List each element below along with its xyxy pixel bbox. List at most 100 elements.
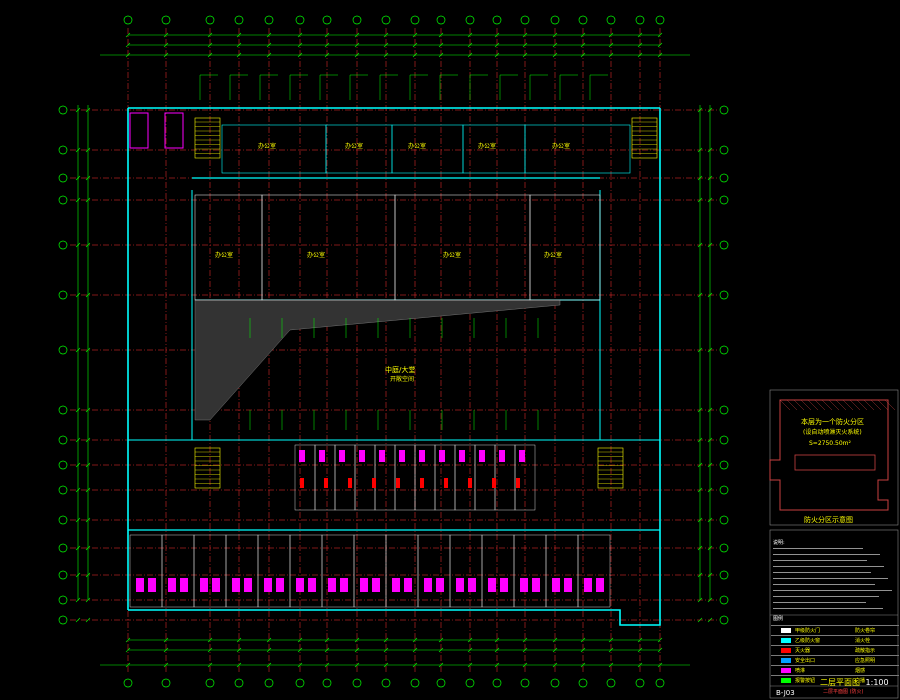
- dimension-tick: [467, 662, 473, 668]
- hatch-line: [807, 399, 819, 411]
- axis-bubble: [58, 290, 68, 300]
- sanitary-fixture: [532, 578, 540, 592]
- door-icon: [781, 628, 791, 633]
- dimension-tick: [438, 647, 444, 653]
- dimension-tick: [75, 517, 81, 523]
- dimension-tick: [297, 52, 303, 58]
- room-outline: [261, 194, 396, 301]
- axis-bubble: [352, 15, 362, 25]
- axis-bubble: [719, 515, 729, 525]
- scale-title: 二层平面图 1:100: [820, 679, 889, 687]
- dimension-tick: [522, 32, 528, 38]
- dimension-tick: [697, 572, 703, 578]
- sanitary-fixture: [404, 578, 412, 592]
- dimension-tick: [494, 32, 500, 38]
- sanitary-fixture: [439, 450, 445, 462]
- notes-title: 说明:: [773, 540, 785, 546]
- sanitary-fixture: [276, 578, 284, 592]
- dimension-tick: [707, 347, 713, 353]
- notes-line: [773, 596, 879, 597]
- axis-bubble: [606, 678, 616, 688]
- sanitary-fixture: [136, 578, 144, 592]
- sanitary-fixture: [552, 578, 560, 592]
- dimension-tick: [697, 197, 703, 203]
- room-outline: [391, 124, 464, 174]
- dimension-tick: [297, 42, 303, 48]
- dimension-tick: [412, 662, 418, 668]
- dimension-tick: [207, 662, 213, 668]
- dimension-tick: [85, 572, 91, 578]
- axis-bubble: [295, 15, 305, 25]
- hydrant-icon: [781, 648, 791, 653]
- core-outline: [794, 454, 876, 471]
- dimension-tick: [494, 52, 500, 58]
- sanitary-fixture: [419, 450, 425, 462]
- axis-bubble: [58, 173, 68, 183]
- dimension-tick: [85, 437, 91, 443]
- axis-bubble: [719, 435, 729, 445]
- dimension-tick: [236, 637, 242, 643]
- sanitary-fixture: [308, 578, 316, 592]
- dimension-tick: [494, 637, 500, 643]
- dimension-tick: [657, 647, 663, 653]
- sanitary-fixture: [488, 578, 496, 592]
- axis-bubble: [719, 145, 729, 155]
- dimension-tick: [75, 462, 81, 468]
- dimension-tick: [85, 107, 91, 113]
- legend-label: 乙级防火窗: [795, 638, 821, 644]
- hatch-line: [779, 399, 791, 411]
- dimension-tick: [207, 32, 213, 38]
- legend-row: 乙级防火窗消火栓: [771, 635, 899, 645]
- room-outline: [529, 194, 601, 301]
- axis-bubble: [161, 15, 171, 25]
- axis-bubble: [264, 678, 274, 688]
- sanitary-fixture: [468, 578, 476, 592]
- hatch-line: [835, 399, 847, 411]
- dimension-tick: [383, 647, 389, 653]
- hydrant-symbol: [420, 478, 424, 488]
- alarm-icon: [781, 678, 791, 683]
- dimension-tick: [608, 42, 614, 48]
- dimension-tick: [707, 487, 713, 493]
- dimension-tick: [637, 52, 643, 58]
- dimension-tick: [707, 292, 713, 298]
- legend-label: 报警按钮: [795, 678, 816, 684]
- dimension-tick: [707, 437, 713, 443]
- sanitary-fixture: [328, 578, 336, 592]
- dimension-tick: [580, 647, 586, 653]
- notes-frame: [769, 529, 899, 699]
- dimension-tick: [494, 42, 500, 48]
- dimension-tick: [697, 347, 703, 353]
- legend-label: 烟感: [855, 668, 866, 674]
- dimension-tick: [657, 52, 663, 58]
- dimension-tick: [467, 42, 473, 48]
- dimension-tick: [608, 32, 614, 38]
- dimension-tick: [266, 42, 272, 48]
- axis-bubble: [492, 15, 502, 25]
- dimension-tick: [552, 42, 558, 48]
- sanitary-fixture: [436, 578, 444, 592]
- sanitary-fixture: [519, 450, 525, 462]
- dimension-tick: [85, 407, 91, 413]
- axis-bubble: [58, 543, 68, 553]
- sanitary-fixture: [424, 578, 432, 592]
- hatch-line: [842, 399, 854, 411]
- room-outline: [417, 534, 451, 608]
- dimension-tick: [552, 32, 558, 38]
- axis-bubble: [58, 145, 68, 155]
- inset-area: S=2750.50m²: [809, 440, 851, 447]
- room-outline: [257, 534, 291, 608]
- dimension-tick: [75, 437, 81, 443]
- axis-bubble: [550, 15, 560, 25]
- axis-bubble: [719, 543, 729, 553]
- dimension-tick: [163, 32, 169, 38]
- dimension-tick: [266, 637, 272, 643]
- dimension-tick: [125, 42, 131, 48]
- axis-bubble: [58, 485, 68, 495]
- dimension-tick: [207, 42, 213, 48]
- dimension-tick: [324, 662, 330, 668]
- axis-bubble: [264, 15, 274, 25]
- legend-row: 安全出口应急照明: [771, 655, 899, 665]
- legend-label: 防火卷帘: [855, 628, 876, 634]
- room-outline: [514, 444, 536, 511]
